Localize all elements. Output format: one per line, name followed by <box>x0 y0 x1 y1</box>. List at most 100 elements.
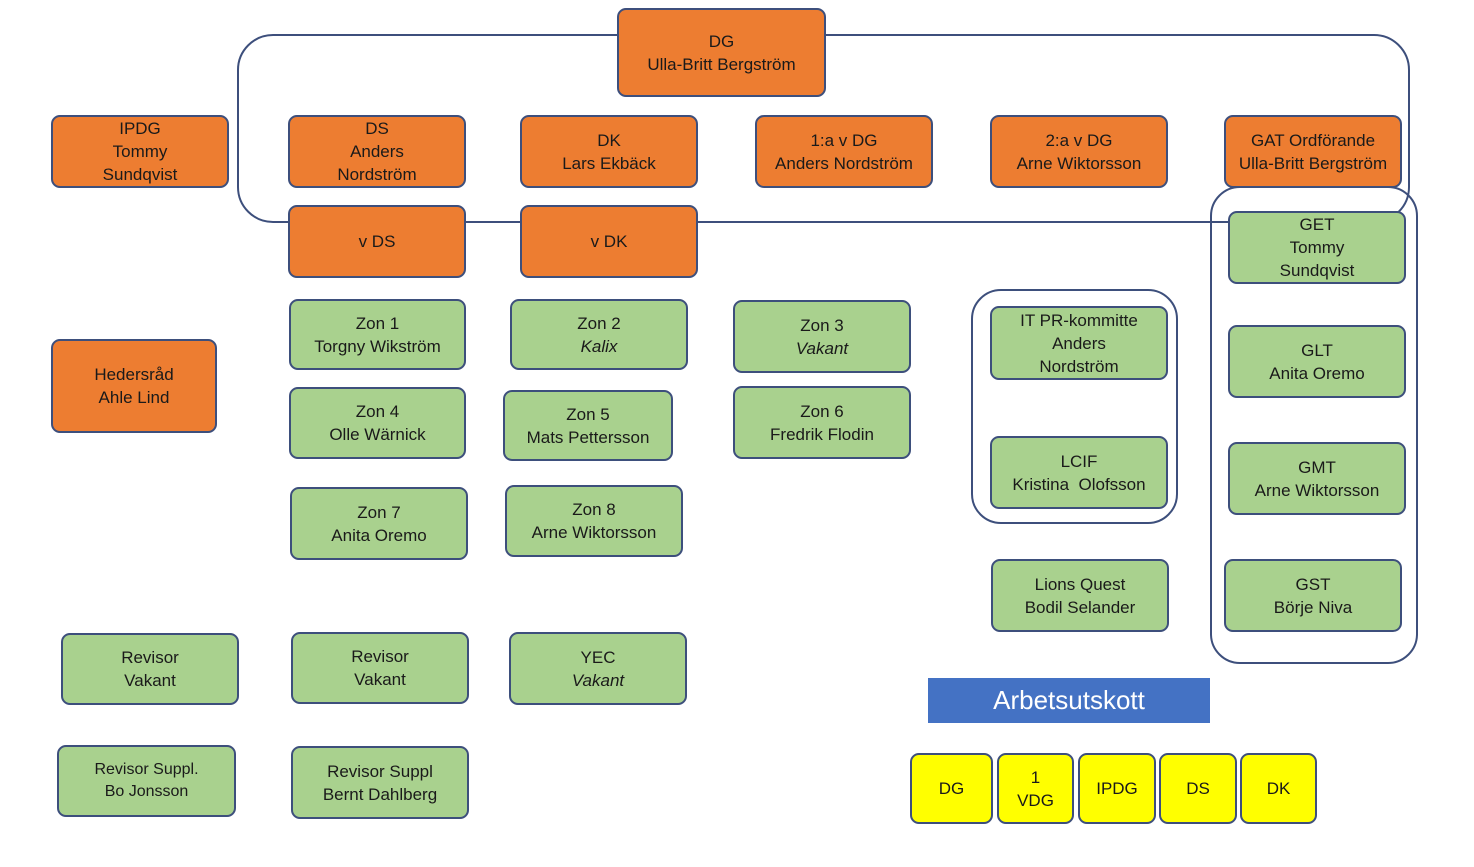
yec-role: YEC <box>580 647 616 667</box>
dg-name: Ulla-Britt Bergström <box>647 54 796 74</box>
revisor2-role: Revisor <box>351 647 409 666</box>
ds-box: DS Anders Nordström <box>288 115 466 188</box>
committee-frame <box>971 289 1178 524</box>
zon6-name: Fredrik Flodin <box>770 424 874 444</box>
au-member-dg-label: DG <box>938 779 965 798</box>
lionsquest-role: Lions Quest <box>1034 574 1126 594</box>
yec-name: Vakant <box>571 670 625 690</box>
zon2-box: Zon 2 Kalix <box>510 299 688 370</box>
get-name-first: Tommy <box>1289 238 1345 257</box>
revisor2-box: Revisor Vakant <box>291 632 469 704</box>
gmt-box: GMT Arne Wiktorsson <box>1228 442 1406 515</box>
au-member-vdg: 1 VDG <box>997 753 1074 824</box>
zon8-role: Zon 8 <box>572 500 616 519</box>
zon5-role: Zon 5 <box>566 404 610 424</box>
gmt-role: GMT <box>1298 457 1336 477</box>
revisor1-box: Revisor Vakant <box>61 633 239 705</box>
zon6-box: Zon 6 Fredrik Flodin <box>733 386 911 459</box>
hedersrad-name: Ahle Lind <box>98 388 170 407</box>
revsuppl2-role: Revisor Suppl <box>327 761 433 781</box>
zon8-box: Zon 8 Arne Wiktorsson <box>505 485 683 557</box>
zon4-role: Zon 4 <box>355 402 400 421</box>
arbetsutskott-title: Arbetsutskott <box>928 678 1210 723</box>
glt-box: GLT Anita Oremo <box>1228 325 1406 398</box>
au-member-vdg-label-2: VDG <box>1017 790 1054 810</box>
ipdg-name-last: Sundqvist <box>102 165 178 184</box>
vds-role: v DS <box>358 232 396 251</box>
ds-name-first: Anders <box>350 142 404 161</box>
vdg2-name: Arne Wiktorsson <box>1016 153 1142 173</box>
zon7-role: Zon 7 <box>357 502 401 522</box>
revisor1-role: Revisor <box>121 648 179 667</box>
lcif-role: LCIF <box>1060 451 1098 471</box>
lionsquest-name: Bodil Selander <box>1024 597 1136 617</box>
vdk-box: v DK <box>520 205 698 278</box>
revsuppl1-name: Bo Jonsson <box>104 783 189 800</box>
gat-name: Ulla-Britt Bergström <box>1238 153 1388 173</box>
zon1-box: Zon 1 Torgny Wikström <box>289 299 466 370</box>
gst-role: GST <box>1295 574 1331 594</box>
gat-box: GAT Ordförande Ulla-Britt Bergström <box>1224 115 1402 188</box>
ipdg-box: IPDG Tommy Sundqvist <box>51 115 229 188</box>
revsuppl1-role: Revisor Suppl. <box>94 761 199 778</box>
vds-box: v DS <box>288 205 466 278</box>
ipdg-role: IPDG <box>119 119 161 138</box>
au-member-ds-label: DS <box>1186 779 1210 798</box>
au-member-ipdg-label: IPDG <box>1096 779 1138 798</box>
dk-role: DK <box>597 130 621 150</box>
itpr-name-last: Nordström <box>1039 356 1119 376</box>
au-member-dk: DK <box>1240 753 1317 824</box>
zon1-name: Torgny Wikström <box>314 336 441 356</box>
zon2-name: Kalix <box>580 336 618 356</box>
hedersrad-box: Hedersråd Ahle Lind <box>51 339 217 433</box>
gst-name: Börje Niva <box>1273 597 1353 617</box>
lcif-box: LCIF Kristina Olofsson <box>990 436 1168 509</box>
lionsquest-box: Lions Quest Bodil Selander <box>991 559 1169 632</box>
zon3-role: Zon 3 <box>800 315 844 335</box>
itpr-name-first: Anders <box>1052 333 1106 353</box>
itpr-role: IT PR-kommitte <box>1020 310 1138 330</box>
au-member-dg: DG <box>910 753 993 824</box>
zon7-box: Zon 7 Anita Oremo <box>290 487 468 560</box>
dg-role: DG <box>708 31 735 51</box>
ds-role: DS <box>365 119 389 138</box>
vdg1-box: 1:a v DG Anders Nordström <box>755 115 933 188</box>
revisor1-name: Vakant <box>124 671 176 690</box>
get-name-last: Sundqvist <box>1279 261 1355 280</box>
itpr-box: IT PR-kommitte Anders Nordström <box>990 306 1168 380</box>
zon4-box: Zon 4 Olle Wärnick <box>289 387 466 459</box>
zon4-name: Olle Wärnick <box>329 425 426 444</box>
zon8-name: Arne Wiktorsson <box>531 523 657 542</box>
au-member-ds: DS <box>1159 753 1237 824</box>
vdg1-name: Anders Nordström <box>775 153 913 173</box>
zon5-box: Zon 5 Mats Pettersson <box>503 390 673 461</box>
get-box: GET Tommy Sundqvist <box>1228 211 1406 284</box>
revsuppl2-name: Bernt Dahlberg <box>322 784 438 804</box>
hedersrad-role: Hedersråd <box>94 365 174 384</box>
gst-box: GST Börje Niva <box>1224 559 1402 632</box>
zon5-name: Mats Pettersson <box>526 427 650 447</box>
lcif-name: Kristina Olofsson <box>1012 474 1146 494</box>
dg-box: DG Ulla-Britt Bergström <box>617 8 826 97</box>
vdg1-role: 1:a v DG <box>810 130 878 150</box>
yec-box: YEC Vakant <box>509 632 687 705</box>
revsuppl2-box: Revisor Suppl Bernt Dahlberg <box>291 746 469 819</box>
ds-name-last: Nordström <box>337 165 417 184</box>
zon2-role: Zon 2 <box>577 313 621 333</box>
zon6-role: Zon 6 <box>800 401 844 421</box>
glt-role: GLT <box>1301 340 1333 360</box>
zon3-box: Zon 3 Vakant <box>733 300 911 373</box>
vdg2-box: 2:a v DG Arne Wiktorsson <box>990 115 1168 188</box>
au-member-vdg-label-1: 1 <box>1030 767 1041 787</box>
revisor2-name: Vakant <box>354 670 406 689</box>
gmt-name: Arne Wiktorsson <box>1254 480 1380 500</box>
glt-name: Anita Oremo <box>1269 363 1365 383</box>
au-member-dk-label: DK <box>1266 779 1291 798</box>
au-member-ipdg: IPDG <box>1078 753 1156 824</box>
dk-box: DK Lars Ekbäck <box>520 115 698 188</box>
revsuppl1-box: Revisor Suppl. Bo Jonsson <box>57 745 236 817</box>
gat-role: GAT Ordförande <box>1250 130 1376 150</box>
get-role: GET <box>1299 215 1335 234</box>
vdk-role: v DK <box>590 232 628 251</box>
ipdg-name-first: Tommy <box>112 142 168 161</box>
